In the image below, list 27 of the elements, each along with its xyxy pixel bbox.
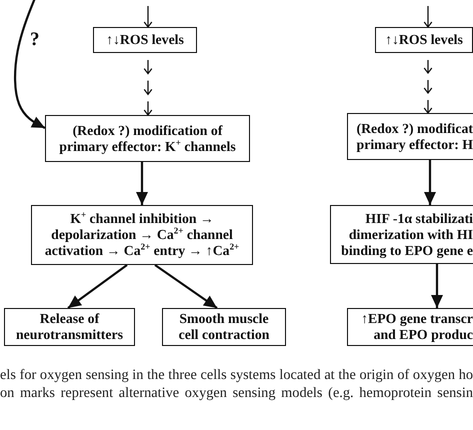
process-box: [375, 27, 473, 53]
process-box: [330, 205, 473, 264]
process-box: [347, 113, 473, 160]
process-box: [31, 205, 253, 265]
step-text: ↑EPO gene transcr and EPO produc: [360, 311, 473, 343]
step-text: Smooth muscle cell contraction: [178, 311, 270, 343]
arrow: [144, 6, 152, 28]
process-box: [4, 308, 135, 346]
step-text: (Redox ?) modificat primary effector: H: [356, 120, 473, 152]
step-text: HIF -1α stabilizati dimerization with HI binding to EPO gene e: [340, 210, 473, 258]
figure-caption: els for oxygen sensing in the three cells systems located at the origin of oxygen ho on marks represent alternative oxygen sensing models (e.g. hemoprotein sensin: [0, 366, 473, 402]
step-text: ↑↓ROS levels: [385, 32, 463, 48]
process-box: [347, 308, 473, 346]
step-text: K$^{+}$ channel inhibition → depolarization → Ca$^{2+}$ channel activation → Ca$^{2+}$ entry → ↑Ca$^{2+}$: [44, 211, 240, 259]
step-text: ↑↓ROS levels: [106, 32, 184, 48]
curved-arrow: [14, 0, 46, 129]
process-box: [93, 27, 197, 53]
arrow: [67, 264, 128, 309]
arrow: [136, 162, 148, 205]
step-text: (Redox ?) modification of primary effector: K$^{+}$ channels: [58, 122, 237, 154]
process-box: [162, 308, 286, 346]
step-text: Release of neurotransmitters: [14, 311, 124, 343]
arrow: [424, 6, 432, 28]
process-box: [45, 115, 250, 162]
arrow: [154, 264, 218, 309]
arrow: [424, 160, 436, 205]
arrow: [431, 264, 443, 308]
